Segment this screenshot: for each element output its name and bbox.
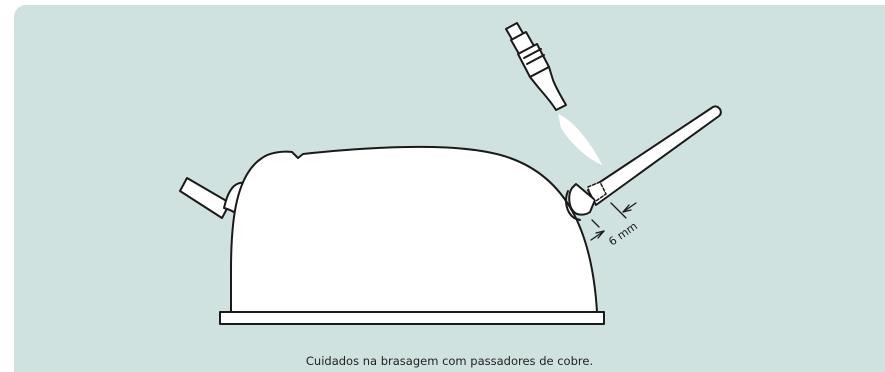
dimension-label: 6 mm: [606, 219, 640, 248]
brazing-torch-icon: [505, 22, 567, 111]
brazing-illustration: 6 mm: [179, 22, 722, 325]
figure-caption: Cuidados na brasagem com passadores de c…: [305, 354, 594, 368]
dimension-callout: [590, 202, 637, 241]
compressor-housing: [219, 145, 605, 325]
figure-panel: 6 mm Cuidados na brasagem com passadores…: [14, 5, 885, 372]
copper-tube-icon: [565, 105, 722, 221]
torch-flame-icon: [558, 114, 602, 165]
